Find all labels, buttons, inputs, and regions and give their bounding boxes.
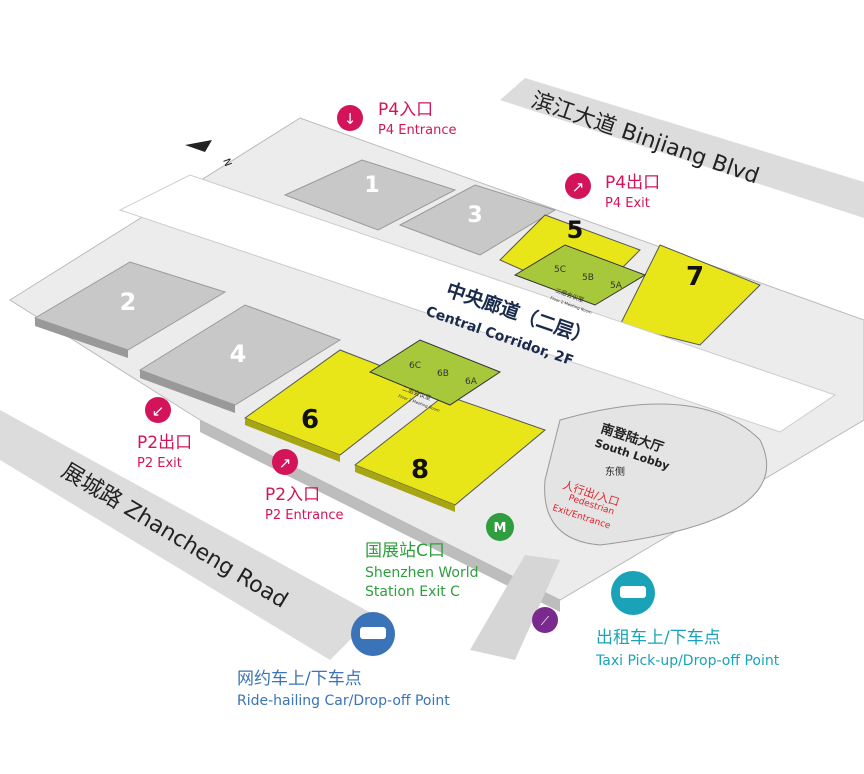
svg-text:Shenzhen World: Shenzhen World (365, 565, 479, 581)
hall-8[interactable]: 8 (354, 394, 546, 512)
meeting-rooms-5[interactable]: 5C 5B 5A 二层会议室 Floor 2 Meeting Room (513, 244, 647, 315)
svg-text:5: 5 (567, 216, 584, 244)
central-corridor[interactable] (118, 174, 837, 433)
pedestrian-escalator-marker: ⟋ (532, 607, 558, 633)
road-zhancheng-label: 展城路 Zhancheng Road (57, 459, 292, 614)
arrow-up-right-icon (272, 449, 298, 475)
p2-exit-marker[interactable]: ↙ P2出口 P2 Exit (137, 397, 192, 471)
meeting-rooms-6[interactable]: 6C 6B 6A 二层会议室 Floor 2 Meeting Room (368, 339, 502, 413)
p2-entrance-marker[interactable]: ↗ P2入口 P2 Entrance (265, 449, 344, 523)
svg-text:P4入口: P4入口 (378, 100, 433, 120)
hall-7[interactable]: 7 (619, 244, 761, 346)
svg-text:3: 3 (467, 203, 482, 228)
road-binjiang (500, 78, 864, 218)
hall-4[interactable]: 4 (138, 304, 342, 413)
p4-entrance-marker[interactable]: ↓ P4入口 P4 Entrance (337, 100, 457, 138)
svg-text:网约车上/下车点: 网约车上/下车点 (237, 669, 362, 689)
svg-text:P2 Exit: P2 Exit (137, 456, 182, 471)
arrow-down-icon (337, 105, 363, 131)
svg-text:6B: 6B (437, 369, 449, 379)
svg-text:P4 Exit: P4 Exit (605, 196, 650, 211)
metro-icon (486, 513, 514, 541)
ride-hailing-marker[interactable]: 网约车上/下车点 Ride-hailing Car/Drop-off Point (237, 612, 450, 709)
svg-text:P2出口: P2出口 (137, 433, 192, 453)
svg-text:P4出口: P4出口 (605, 173, 660, 193)
arrow-down-left-icon (145, 397, 171, 423)
svg-text:⟋: ⟋ (541, 614, 550, 628)
road-zhancheng (0, 410, 375, 660)
svg-text:↗: ↗ (572, 178, 585, 196)
p4-exit-marker[interactable]: ↗ P4出口 P4 Exit (565, 173, 660, 211)
svg-text:Taxi Pick-up/Drop-off Point: Taxi Pick-up/Drop-off Point (595, 653, 780, 669)
escalator-icon (532, 607, 558, 633)
compass-icon: N (185, 140, 233, 168)
svg-text:国展站C口: 国展站C口 (365, 541, 445, 561)
svg-text:出租车上/下车点: 出租车上/下车点 (596, 628, 721, 648)
svg-text:N: N (220, 157, 233, 168)
hall-3[interactable]: 3 (398, 184, 557, 256)
hall-2[interactable]: 2 (33, 261, 227, 358)
svg-text:8: 8 (411, 455, 429, 485)
taxi-marker[interactable]: 出租车上/下车点 Taxi Pick-up/Drop-off Point (595, 571, 780, 669)
svg-text:6C: 6C (409, 361, 421, 371)
svg-text:6: 6 (301, 405, 319, 435)
svg-text:P2 Entrance: P2 Entrance (265, 508, 344, 523)
hall-1[interactable]: 1 (283, 159, 457, 231)
metro-exit-marker[interactable]: M 国展站C口 Shenzhen World Station Exit C (365, 513, 514, 600)
walkway (470, 555, 560, 660)
svg-text:5C: 5C (554, 265, 566, 275)
arrow-up-right-icon (565, 173, 591, 199)
svg-text:P4 Entrance: P4 Entrance (378, 123, 457, 138)
svg-text:↗: ↗ (279, 454, 292, 472)
svg-text:6A: 6A (465, 377, 478, 387)
svg-text:M: M (494, 521, 507, 536)
svg-text:5A: 5A (610, 281, 623, 291)
south-lobby[interactable]: 南登陆大厅 South Lobby 东侧 人行出/入口 Pedestrian E… (544, 403, 768, 546)
svg-text:7: 7 (686, 262, 704, 292)
svg-text:↙: ↙ (152, 402, 165, 420)
svg-text:2: 2 (120, 288, 137, 316)
svg-text:↓: ↓ (344, 110, 357, 128)
svg-text:东侧: 东侧 (605, 465, 625, 478)
svg-text:1: 1 (364, 173, 379, 198)
svg-text:P2入口: P2入口 (265, 485, 320, 505)
svg-text:Ride-hailing Car/Drop-off Poin: Ride-hailing Car/Drop-off Point (237, 693, 450, 709)
svg-text:4: 4 (230, 340, 247, 368)
svg-text:5B: 5B (582, 273, 594, 283)
svg-text:Station Exit C: Station Exit C (365, 584, 460, 600)
